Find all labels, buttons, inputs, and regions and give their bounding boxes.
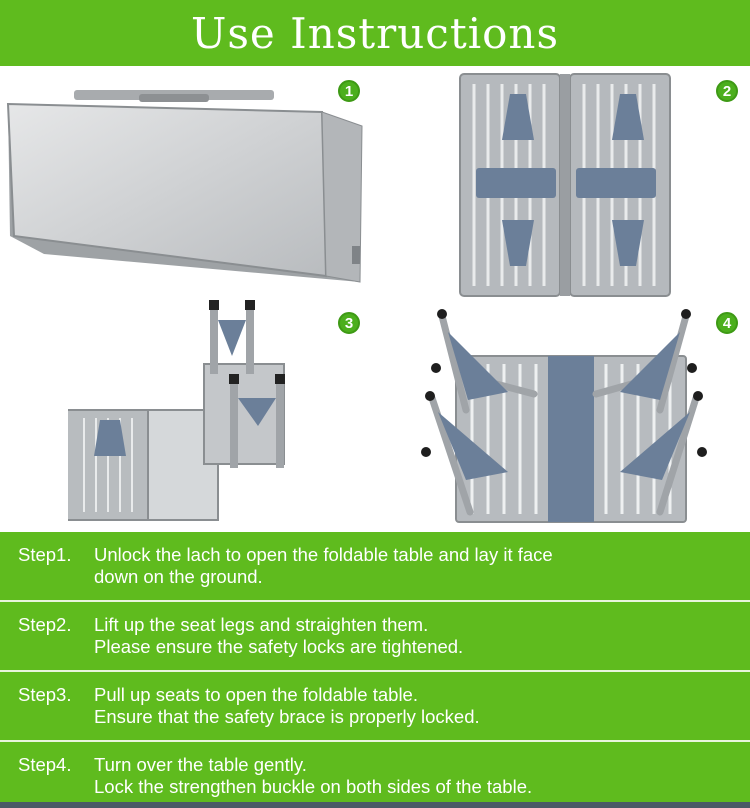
step-1: Step1. Unlock the lach to open the folda… <box>0 532 750 600</box>
steps-section: Step1. Unlock the lach to open the folda… <box>0 532 750 808</box>
step-2-label: Step2. <box>18 614 72 635</box>
step-1-line-2: down on the ground. <box>94 566 263 587</box>
step-2-line-1: Lift up the seat legs and straighten the… <box>94 614 429 635</box>
step-1-text: Unlock the lach to open the foldable tab… <box>94 544 553 588</box>
step-3-line-1: Pull up seats to open the foldable table… <box>94 684 418 705</box>
step-badge-3: 3 <box>338 312 360 334</box>
step-4-label: Step4. <box>18 754 72 775</box>
bottom-bar <box>0 802 750 808</box>
step-4-text: Turn over the table gently. Lock the str… <box>94 754 532 798</box>
title-banner: Use Instructions <box>0 0 750 66</box>
step-2-text: Lift up the seat legs and straighten the… <box>94 614 463 658</box>
step-divider <box>0 740 750 742</box>
step-3-label: Step3. <box>18 684 72 705</box>
page-title: Use Instructions <box>190 8 560 58</box>
seats-pulled-up-illustration <box>421 309 707 523</box>
step-3-text: Pull up seats to open the foldable table… <box>94 684 480 728</box>
step-badge-1: 1 <box>338 80 360 102</box>
step-1-line-1: Unlock the lach to open the foldable tab… <box>94 544 553 565</box>
step-4-line-1: Turn over the table gently. <box>94 754 307 775</box>
step-1-label: Step1. <box>18 544 72 565</box>
step-badge-2: 2 <box>716 80 738 102</box>
step-divider <box>0 670 750 672</box>
instruction-images: 1 2 <box>0 66 750 532</box>
step-3: Step3. Pull up seats to open the foldabl… <box>0 672 750 740</box>
opened-table-top-view-illustration <box>459 73 671 297</box>
step-divider <box>0 600 750 602</box>
step-3-line-2: Ensure that the safety brace is properly… <box>94 706 480 727</box>
step-4: Step4. Turn over the table gently. Lock … <box>0 742 750 802</box>
seat-legs-raised-illustration <box>68 300 285 521</box>
folded-table-illustration <box>6 90 363 283</box>
step-2-line-2: Please ensure the safety locks are tight… <box>94 636 464 657</box>
step-4-line-2: Lock the strengthen buckle on both sides… <box>94 776 533 797</box>
step-badge-4: 4 <box>716 312 738 334</box>
step-2: Step2. Lift up the seat legs and straigh… <box>0 602 750 670</box>
